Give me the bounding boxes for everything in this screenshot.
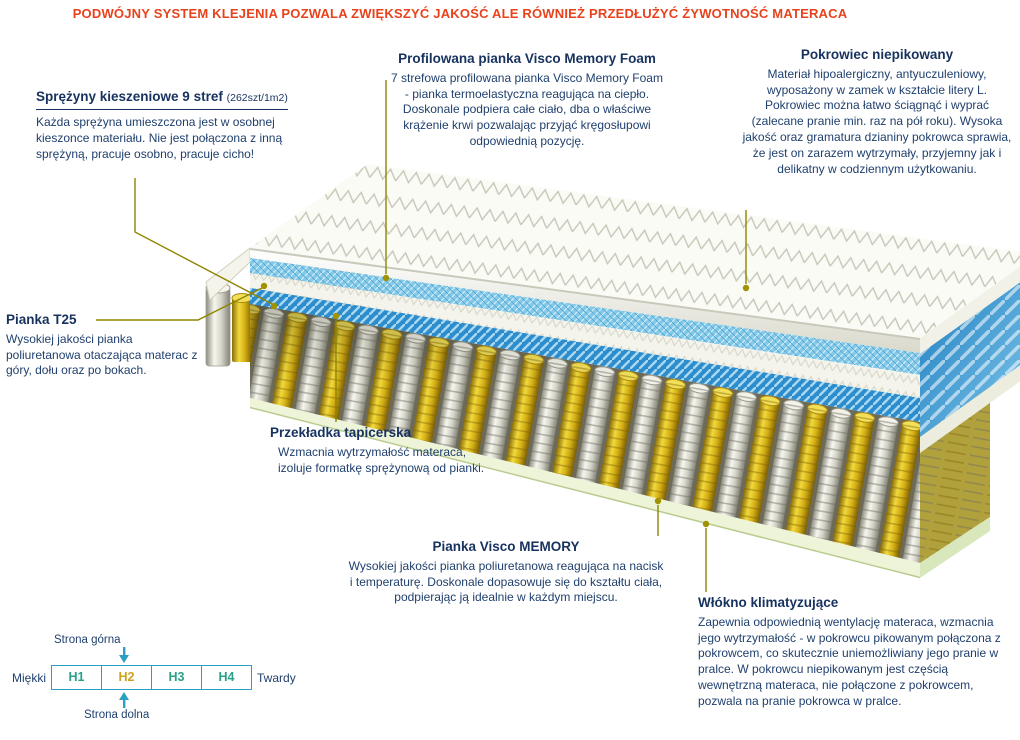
annotation-profiled-foam-body: 7 strefowa profilowana pianka Visco Memo… xyxy=(391,70,663,149)
annotation-profiled-foam-title: Profilowana pianka Visco Memory Foam xyxy=(398,51,656,66)
visco-end-layer xyxy=(920,282,1020,453)
annotation-springs-title-text: Sprężyny kieszeniowe 9 stref xyxy=(36,89,223,104)
annotation-insulator-title: Przekładka tapicerska xyxy=(270,425,412,440)
annotation-profiled-foam: Profilowana pianka Visco Memory Foam 7 s… xyxy=(388,50,666,150)
annotation-springs-body: Każda sprężyna umieszczona jest w osobne… xyxy=(36,114,283,161)
annotation-visco-memory-body: Wysokiej jakości pianka poliuretanowa re… xyxy=(348,558,664,605)
hardness-scale-bottom-label: Strona dolna xyxy=(84,709,150,721)
hardness-level-h2: H2 xyxy=(101,666,151,689)
connector-lines xyxy=(96,80,747,592)
hardness-hard-label: Twardy xyxy=(257,670,296,685)
quilt-top-layer xyxy=(249,164,1020,340)
annotation-visco-memory-title: Pianka Visco MEMORY xyxy=(432,539,580,554)
annotation-foam-t25-title: Pianka T25 xyxy=(6,312,77,327)
hardness-soft-label: Miękki xyxy=(12,670,47,685)
annotation-climate-fiber: Włókno klimatyzujące Zapewnia odpowiedni… xyxy=(698,594,1014,710)
hardness-levels: H1 H2 H3 H4 xyxy=(51,665,253,690)
annotation-foam-t25: Pianka T25 Wysokiej jakości pianka poliu… xyxy=(6,311,198,379)
annotation-springs-title: Sprężyny kieszeniowe 9 stref (262szt/1m2… xyxy=(36,88,288,110)
annotation-cover: Pokrowiec niepikowany Materiał hipoalerg… xyxy=(740,46,1014,178)
annotation-cover-body: Materiał hipoalergiczny, antyuczuleniowy… xyxy=(742,66,1012,176)
springs-layer xyxy=(250,304,920,563)
header-banner: PODWÓJNY SYSTEM KLEJENIA POZWALA ZWIĘKSZ… xyxy=(72,6,848,21)
arrow-up-icon xyxy=(118,691,332,708)
annotation-insulator-body: Wzmacnia wytrzymałość materaca, izoluje … xyxy=(278,444,485,475)
hardness-level-h4: H4 xyxy=(201,666,251,689)
hardness-scale: Strona górna Miękki H1 H2 H3 H4 Twardy S… xyxy=(12,634,332,721)
arrow-down-icon xyxy=(118,647,332,664)
hardness-scale-row: Miękki H1 H2 H3 H4 Twardy xyxy=(12,665,332,690)
base-foam-layer xyxy=(249,398,921,579)
hardness-level-h3: H3 xyxy=(151,666,201,689)
annotation-springs: Sprężyny kieszeniowe 9 stref (262szt/1m2… xyxy=(36,88,288,162)
hardness-scale-top-label: Strona górna xyxy=(54,634,121,646)
annotation-climate-fiber-title: Włókno klimatyzujące xyxy=(698,595,839,610)
cover-edge-layer xyxy=(250,248,920,353)
annotation-climate-fiber-body: Zapewnia odpowiednią wentylację materaca… xyxy=(698,614,1001,708)
hardness-level-h1: H1 xyxy=(68,670,85,684)
connector-dots xyxy=(260,274,750,528)
annotation-insulator: Przekładka tapicerska Wzmacnia wytrzymał… xyxy=(270,424,500,476)
annotation-foam-t25-body: Wysokiej jakości pianka poliuretanowa ot… xyxy=(6,331,198,378)
foam-layer xyxy=(250,273,920,398)
annotation-cover-title: Pokrowiec niepikowany xyxy=(800,47,954,62)
visco-mesh-layer xyxy=(250,258,920,375)
annotation-visco-memory: Pianka Visco MEMORY Wysokiej jakości pia… xyxy=(348,538,664,606)
insulator-stripe-layer xyxy=(250,288,920,422)
pocket-springs-left-detail xyxy=(205,246,253,367)
annotation-springs-subtitle: (262szt/1m2) xyxy=(226,92,288,104)
